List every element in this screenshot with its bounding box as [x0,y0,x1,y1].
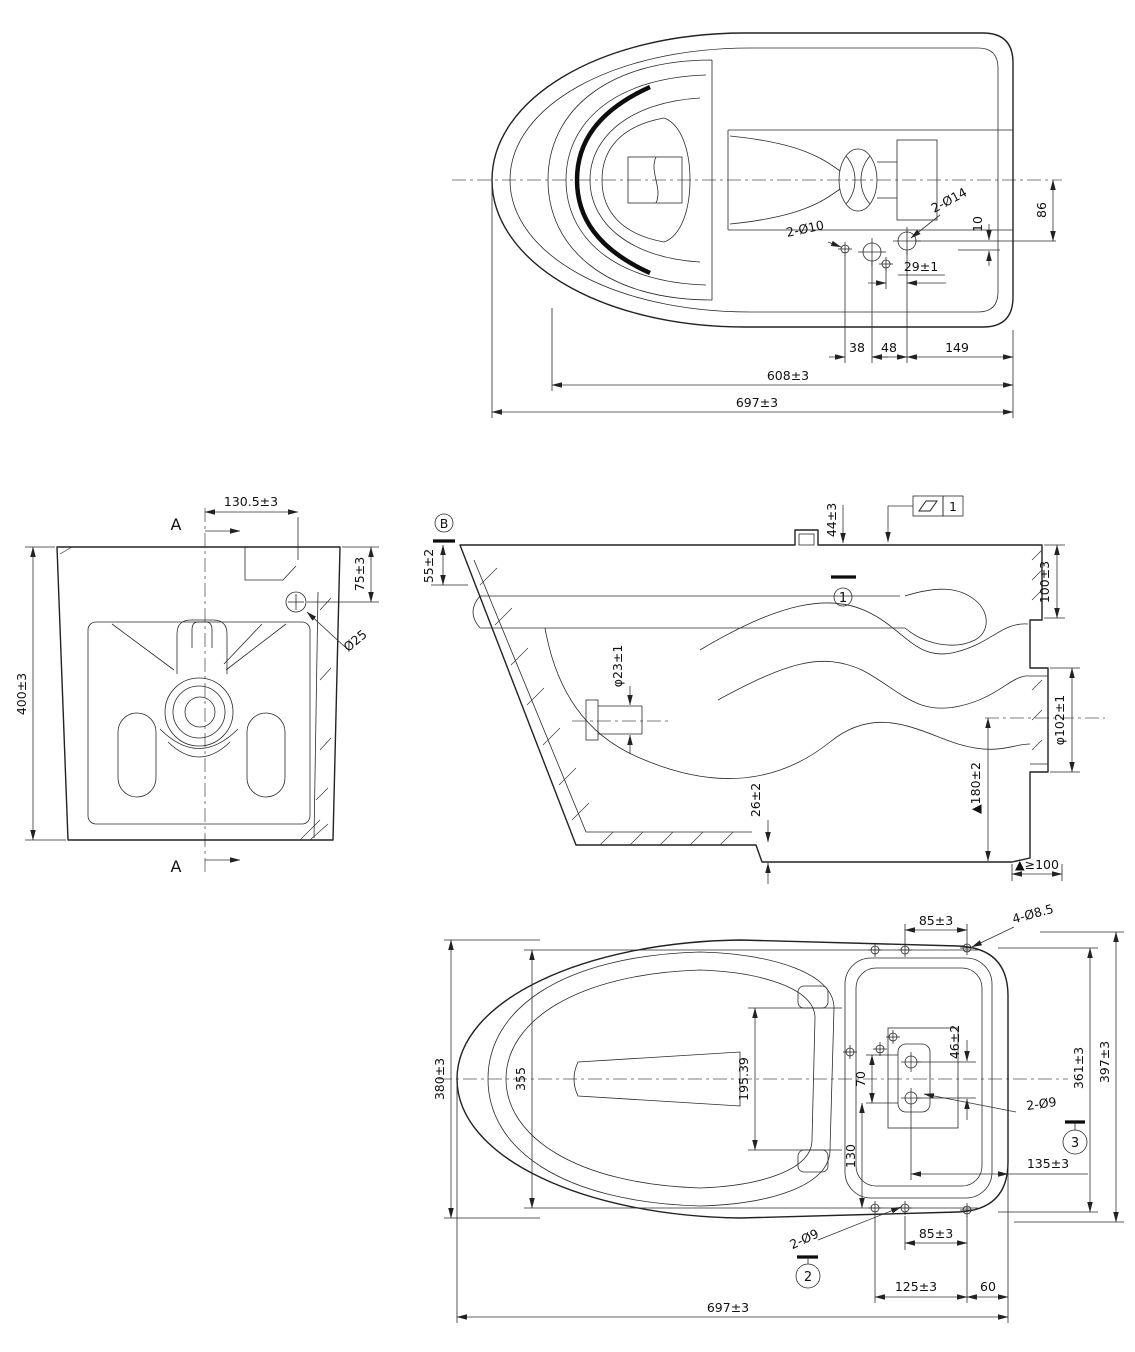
label-holes-8-5: 4-Ø8.5 [1011,901,1056,926]
feature-control-frame: 1 [885,495,964,543]
trap-outlet [184,696,216,728]
dim-697-top: 697±3 [736,395,778,410]
inlet-hole [285,591,307,613]
dim-86: 86 [1034,202,1049,218]
target-1-symbol [833,587,853,607]
dim-10: 10 [970,216,985,232]
plan-outline [456,939,1009,1219]
label-holes-14: 2-Ø14 [928,184,969,215]
dim-380: 380±3 [432,1058,447,1100]
section-label-a-top: A [171,515,182,534]
fcf-number: 1 [949,499,957,514]
nozzle [573,1051,741,1107]
fixing-hole [837,241,853,257]
dim-85-top: 85±3 [919,913,953,928]
dim-102: φ102±1 [1052,695,1067,746]
dim-608: 608±3 [767,368,809,383]
dim-397: 397±3 [1097,1041,1112,1083]
view-bottom: 2-Ø10 2-Ø14 29±1 10 86 38 48 149 608±3 6… [452,32,1062,418]
section-outline [459,529,1049,863]
mounting-slot [117,712,157,798]
dim-23: φ23±1 [610,645,625,688]
target-1-label: 1 [839,591,847,606]
fixing-hole [959,1202,975,1218]
fixing-hole [867,942,883,958]
dim-48: 48 [881,340,897,355]
section-label-a-bottom: A [171,857,182,876]
bowl-rim-heavy-arc [574,84,651,276]
dim-400: 400±3 [14,673,29,715]
dim-75: 75±3 [352,557,367,591]
target-3-symbol [1062,1129,1088,1155]
datum-b-symbol [434,513,454,533]
dim-min-100: ▲≥100 [1015,857,1059,872]
dim-100: 100±3 [1037,561,1052,603]
view-plan: 85±3 4-Ø8.5 380±3 355 195.39 70 46±2 130 [432,901,1124,1323]
dim-355: 355 [513,1067,528,1091]
hinge-cover [797,985,829,1009]
dim-85-bottom: 85±3 [919,1226,953,1241]
fixing-hole [959,940,975,956]
outer-outline [491,32,1014,328]
fixing-hole [867,1200,883,1216]
tank-outline [844,957,993,1199]
seat-outer [487,951,835,1207]
dim-55: 55±2 [421,549,436,583]
target-2-symbol [795,1263,821,1289]
small-hole [872,1041,888,1057]
view-rear: A A 130.5±3 75±3 400±3 Ø25 [14,494,379,876]
flatness-icon [918,500,938,512]
target-3-label: 3 [1071,1136,1079,1151]
fixing-hole [878,256,894,272]
dim-70: 70 [853,1071,868,1087]
label-holes-10: 2-Ø10 [785,217,826,240]
view-section: B 55±2 44±3 1 1 100±3 φ23±1 φ102 [421,495,1105,884]
rear-outline [56,546,341,841]
dim-44: 44±3 [824,503,839,537]
fixing-hole [857,237,887,267]
dim-125: 125±3 [895,1279,937,1294]
target-2-label: 2 [804,1270,812,1285]
datum-b-label: B [440,516,449,531]
label-holes-9-right: 2-Ø9 [1025,1094,1057,1113]
dim-46: 46±2 [947,1025,962,1059]
mounting-slot [246,712,286,798]
dim-29: 29±1 [904,259,938,274]
dim-149: 149 [945,340,969,355]
dim-130-5: 130.5±3 [224,494,278,509]
dim-180: ▲180±2 [968,762,983,814]
dim-60: 60 [980,1279,996,1294]
label-holes-9-bottom: 2-Ø9 [787,1226,821,1252]
dim-26: 26±2 [748,783,763,817]
dim-25: Ø25 [340,627,369,655]
dim-195: 195.39 [736,1057,751,1101]
seat-inner [505,969,816,1189]
dim-38: 38 [849,340,865,355]
dim-361: 361±3 [1071,1047,1086,1089]
dim-135: 135±3 [1027,1156,1069,1171]
dim-130: 130 [843,1144,858,1168]
dim-697-bottom: 697±3 [707,1300,749,1315]
